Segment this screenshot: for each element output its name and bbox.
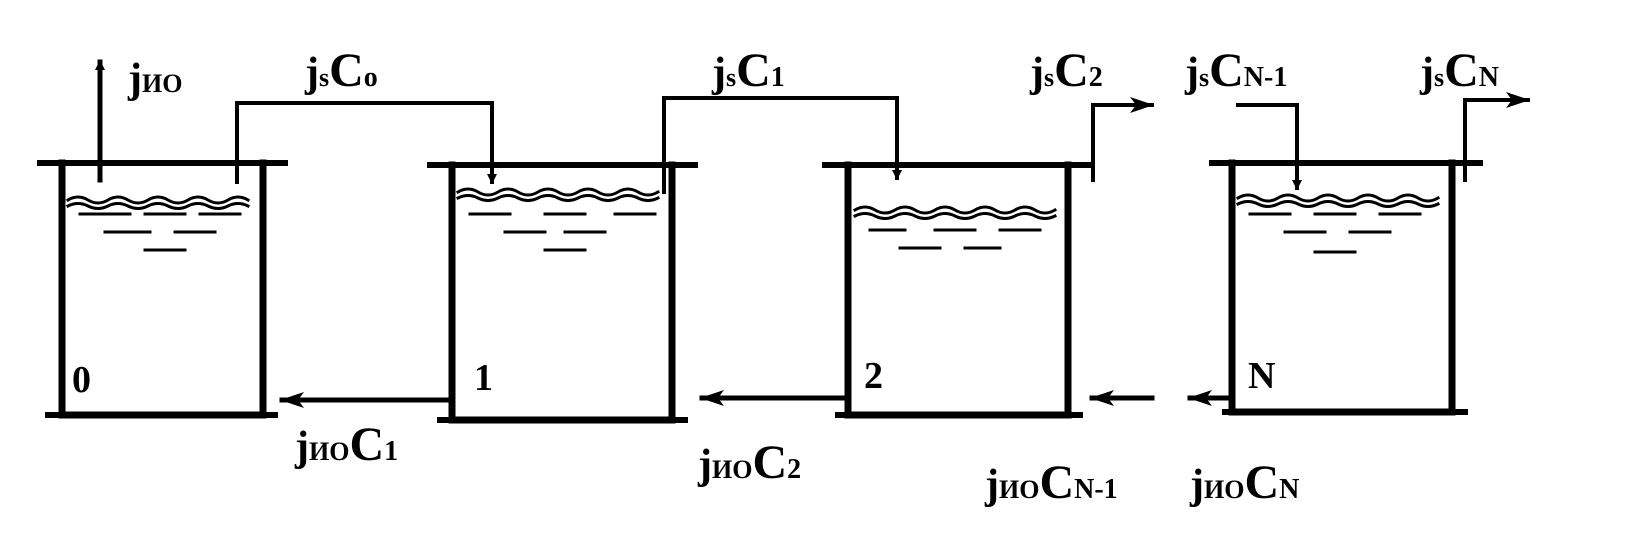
label-jio-cn1: jИОCN-1 [984, 456, 1118, 509]
pipe-0-1 [235, 101, 497, 184]
pipe-out-n [1463, 92, 1530, 182]
pipe-in-n [1236, 103, 1302, 190]
label-jio-c1: jИОC1 [294, 418, 398, 471]
tank-label-2: 2 [864, 355, 883, 397]
label-js-c0: jsCo [304, 44, 378, 97]
tank-0: 0 [37, 159, 288, 419]
tank-2: 2 [822, 161, 1093, 419]
label-js-cn1: jsCN-1 [1184, 44, 1287, 97]
tank-n: N [1209, 159, 1483, 416]
pipe-out-2 [1091, 97, 1154, 182]
label-jio-cn: jИОCN [1189, 456, 1299, 509]
label-js-c1: jsC1 [711, 44, 785, 97]
tank-label-1: 1 [474, 357, 493, 399]
tank-label-n: N [1248, 355, 1275, 397]
label-j-out-0: jИО [127, 56, 182, 102]
label-jio-c2: jИОC2 [697, 436, 801, 489]
pipe-1-2 [662, 96, 902, 194]
tank-label-0: 0 [72, 359, 91, 401]
label-js-cn: jsCN [1419, 44, 1499, 97]
tank-1: 1 [427, 161, 698, 424]
label-js-c2: jsC2 [1029, 44, 1103, 97]
